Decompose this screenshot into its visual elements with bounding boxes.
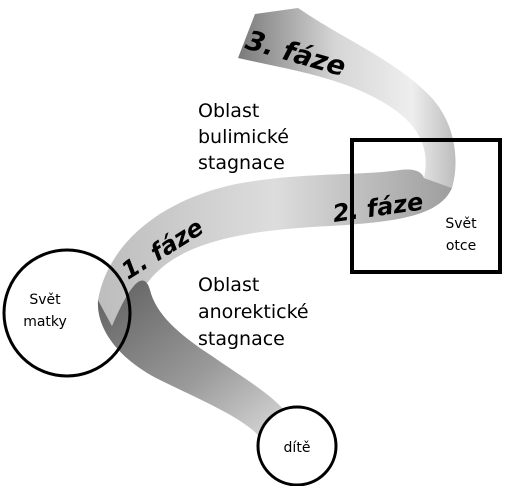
svg-text:Oblast: Oblast [198,100,259,122]
svg-text:anorektické: anorektické [198,301,309,323]
svg-text:stagnace: stagnace [198,328,285,350]
svg-text:Oblast: Oblast [198,274,259,296]
child-label: dítě [284,440,311,456]
bulimic-stagnation-label: Oblast bulimické stagnace [198,100,289,174]
father-world-box [350,138,502,274]
svg-text:matky: matky [23,314,67,330]
ribbon-lower-segment [97,280,301,440]
svg-text:bulimické: bulimické [198,126,289,148]
anorectic-stagnation-label: Oblast anorektické stagnace [198,274,309,350]
svg-text:Svět: Svět [445,216,477,232]
svg-text:otce: otce [446,238,476,254]
ribbon-middle-segment [98,169,452,326]
child-circle [256,405,338,486]
father-world-label: Svět otce [445,216,477,254]
mother-world-label: Svět matky [23,292,67,330]
svg-text:Svět: Svět [29,292,61,308]
mother-world-circle [2,248,132,378]
ribbon-top-segment [238,8,456,188]
svg-text:stagnace: stagnace [198,152,285,174]
